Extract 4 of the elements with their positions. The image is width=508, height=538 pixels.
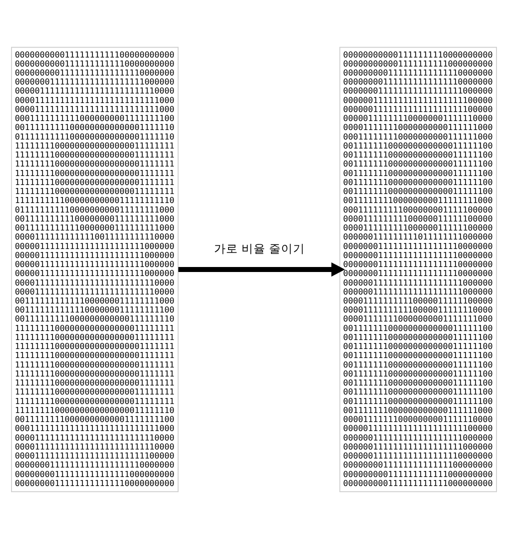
edge-label: 가로 비율 줄이기 [214, 240, 306, 255]
arrow [178, 262, 345, 276]
node-box: 000000000001111111110000000000 000000000001111111111000000000 000000000111111111111110000000 000000001111111111111110000000 000000011111111111111111000000 000000111111111111111111100000 000000111111111111111111100000 000001111111100000001111110000 000011111110000000000111111000 000111111110000000000111111000 001111111000000000000011111100 001111111000000000000011111100 001111111000000000000011111100 001111111000000000000011111100 001111111000000000000011111100 001111111000000000000011111100 001111111100000000011111111000 000111111111000000001111100000 000011111111100000011111100000 000011111111100000011111100000 000000111111111011111111000000 000000011111111111111110000000 000000011111111111111110000000 000000011111111111111110000000 000000011111111111111110000000 000000111111111111111111000000 000000111111111111111111000000 000011111111110000011111100000 000011111111110000011111110000 000011111110000000001111111000 001111111000000000000011111100 001111111000000000000011111100 001111111000000000000011111100 001111111000000000000011111100 001111111000000000000011111100 001111111000000000000011111100 001111111000000000000011111100 001111111000000000000011111100 001111111000000000000011111100 001111111000000000000111111000 000011111110000000001111110000 000001111111111111111111100000 000000111111111111111111000000 000000111111111111111111000000 000000111111111111111110000000 000000001111111111111100000000 000000000111111111111000000000 000000000111111111111000000000 [339, 46, 497, 492]
node-box: 00000000001111111111100000000000 00000000001111111111110000000000 00000000011111111111111110000000 00000001111111111111111111000000 00000111111111111111111111110000 00001111111111111111111111111000 00001111111111111111111111111000 00011111111110000000001111111100 00111111111000000000000001111110 01111111111000000000000001111110 11111111000000000000000011111111 11111111000000000000000011111111 11111111000000000000000001111111 11111111000000000000000001111111 11111111000000000000000001111111 11111111000000000000000011111111 11111111110000000000011111111110 01111111111000000000011111111000 00111111111100000000111111111000 00111111111110000000111111111000 00001111111111110011111111110000 00000111111111111111111111000000 00000111111111111111111111000000 00000111111111111111111111000000 00000111111111111111111111000000 00001111111111111111111111110000 00001111111111111111111111110000 00111111111111000000011111111000 00111111111111000000011111111100 00111111111000000000000111111110 11111111000000000000000011111111 11111111000000000000000011111111 11111111000000000000000001111111 11111111000000000000000001111111 11111111000000000000000001111111 11111111000000000000000001111111 11111111000000000000000001111111 11111111000000000000000011111111 11111111000000000000000011111111 11111111000000000000000011111110 00111111110000000000001111111100 00011111111111111111111111111000 00001111111111111111111111110000 00001111111111111111111111110000 00001111111111111111111111100000 00000001111111111111111110000000 00000000111111111111111000000000 00000000111111111111110000000000 [11, 46, 179, 492]
